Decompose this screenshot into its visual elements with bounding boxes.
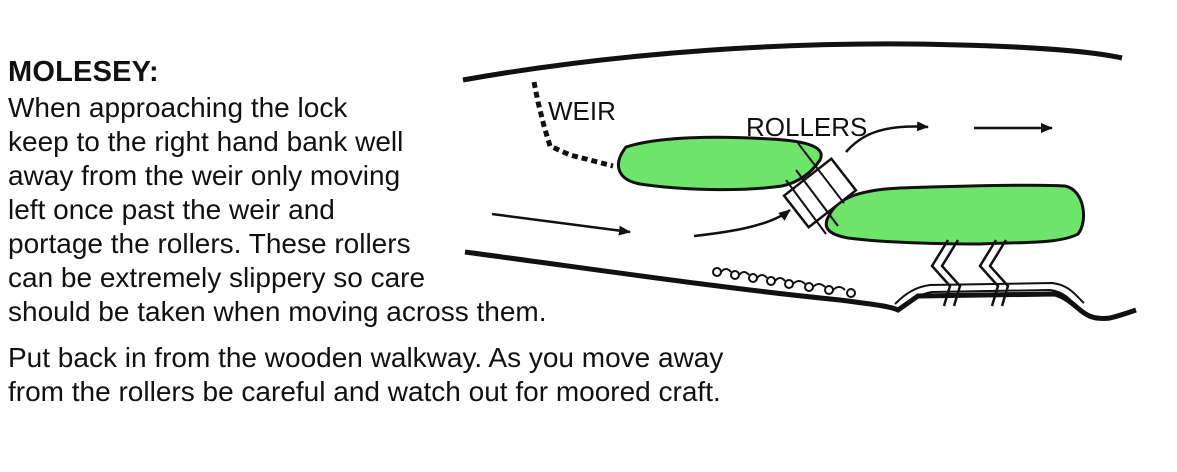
text-line: can be extremely slippery so care [8, 262, 426, 293]
arrow-over-rollers [845, 121, 929, 153]
route-arrows [491, 121, 1053, 238]
arrow-to-rollers [693, 209, 791, 238]
rollers-label: ROLLERS [746, 112, 867, 142]
walkway-edge [899, 288, 1081, 311]
arrow-approach [491, 212, 631, 236]
text-line: away from the weir only moving [8, 160, 401, 191]
island-left [616, 135, 823, 192]
text-line: keep to the right hand bank well [8, 126, 404, 157]
heading: MOLESEY: [8, 56, 159, 88]
rollers [782, 142, 858, 235]
text-line: When approaching the lock [8, 92, 348, 123]
text-line: from the rollers be careful and watch ou… [8, 376, 721, 407]
text-line: portage the rollers. These rollers [8, 228, 411, 259]
text-line: left once past the weir and [8, 194, 335, 225]
walkway-supports [930, 239, 1010, 307]
walkway [894, 281, 1085, 305]
bottom-bank [464, 249, 1137, 321]
weir-label: WEIR [548, 96, 616, 126]
moored-craft [712, 267, 856, 298]
weir-line [531, 81, 614, 169]
text-line: Put back in from the wooden walkway. As … [8, 342, 724, 373]
island-right [824, 183, 1086, 246]
top-bank [462, 41, 1123, 83]
text-line: should be taken when moving across them. [8, 296, 547, 327]
